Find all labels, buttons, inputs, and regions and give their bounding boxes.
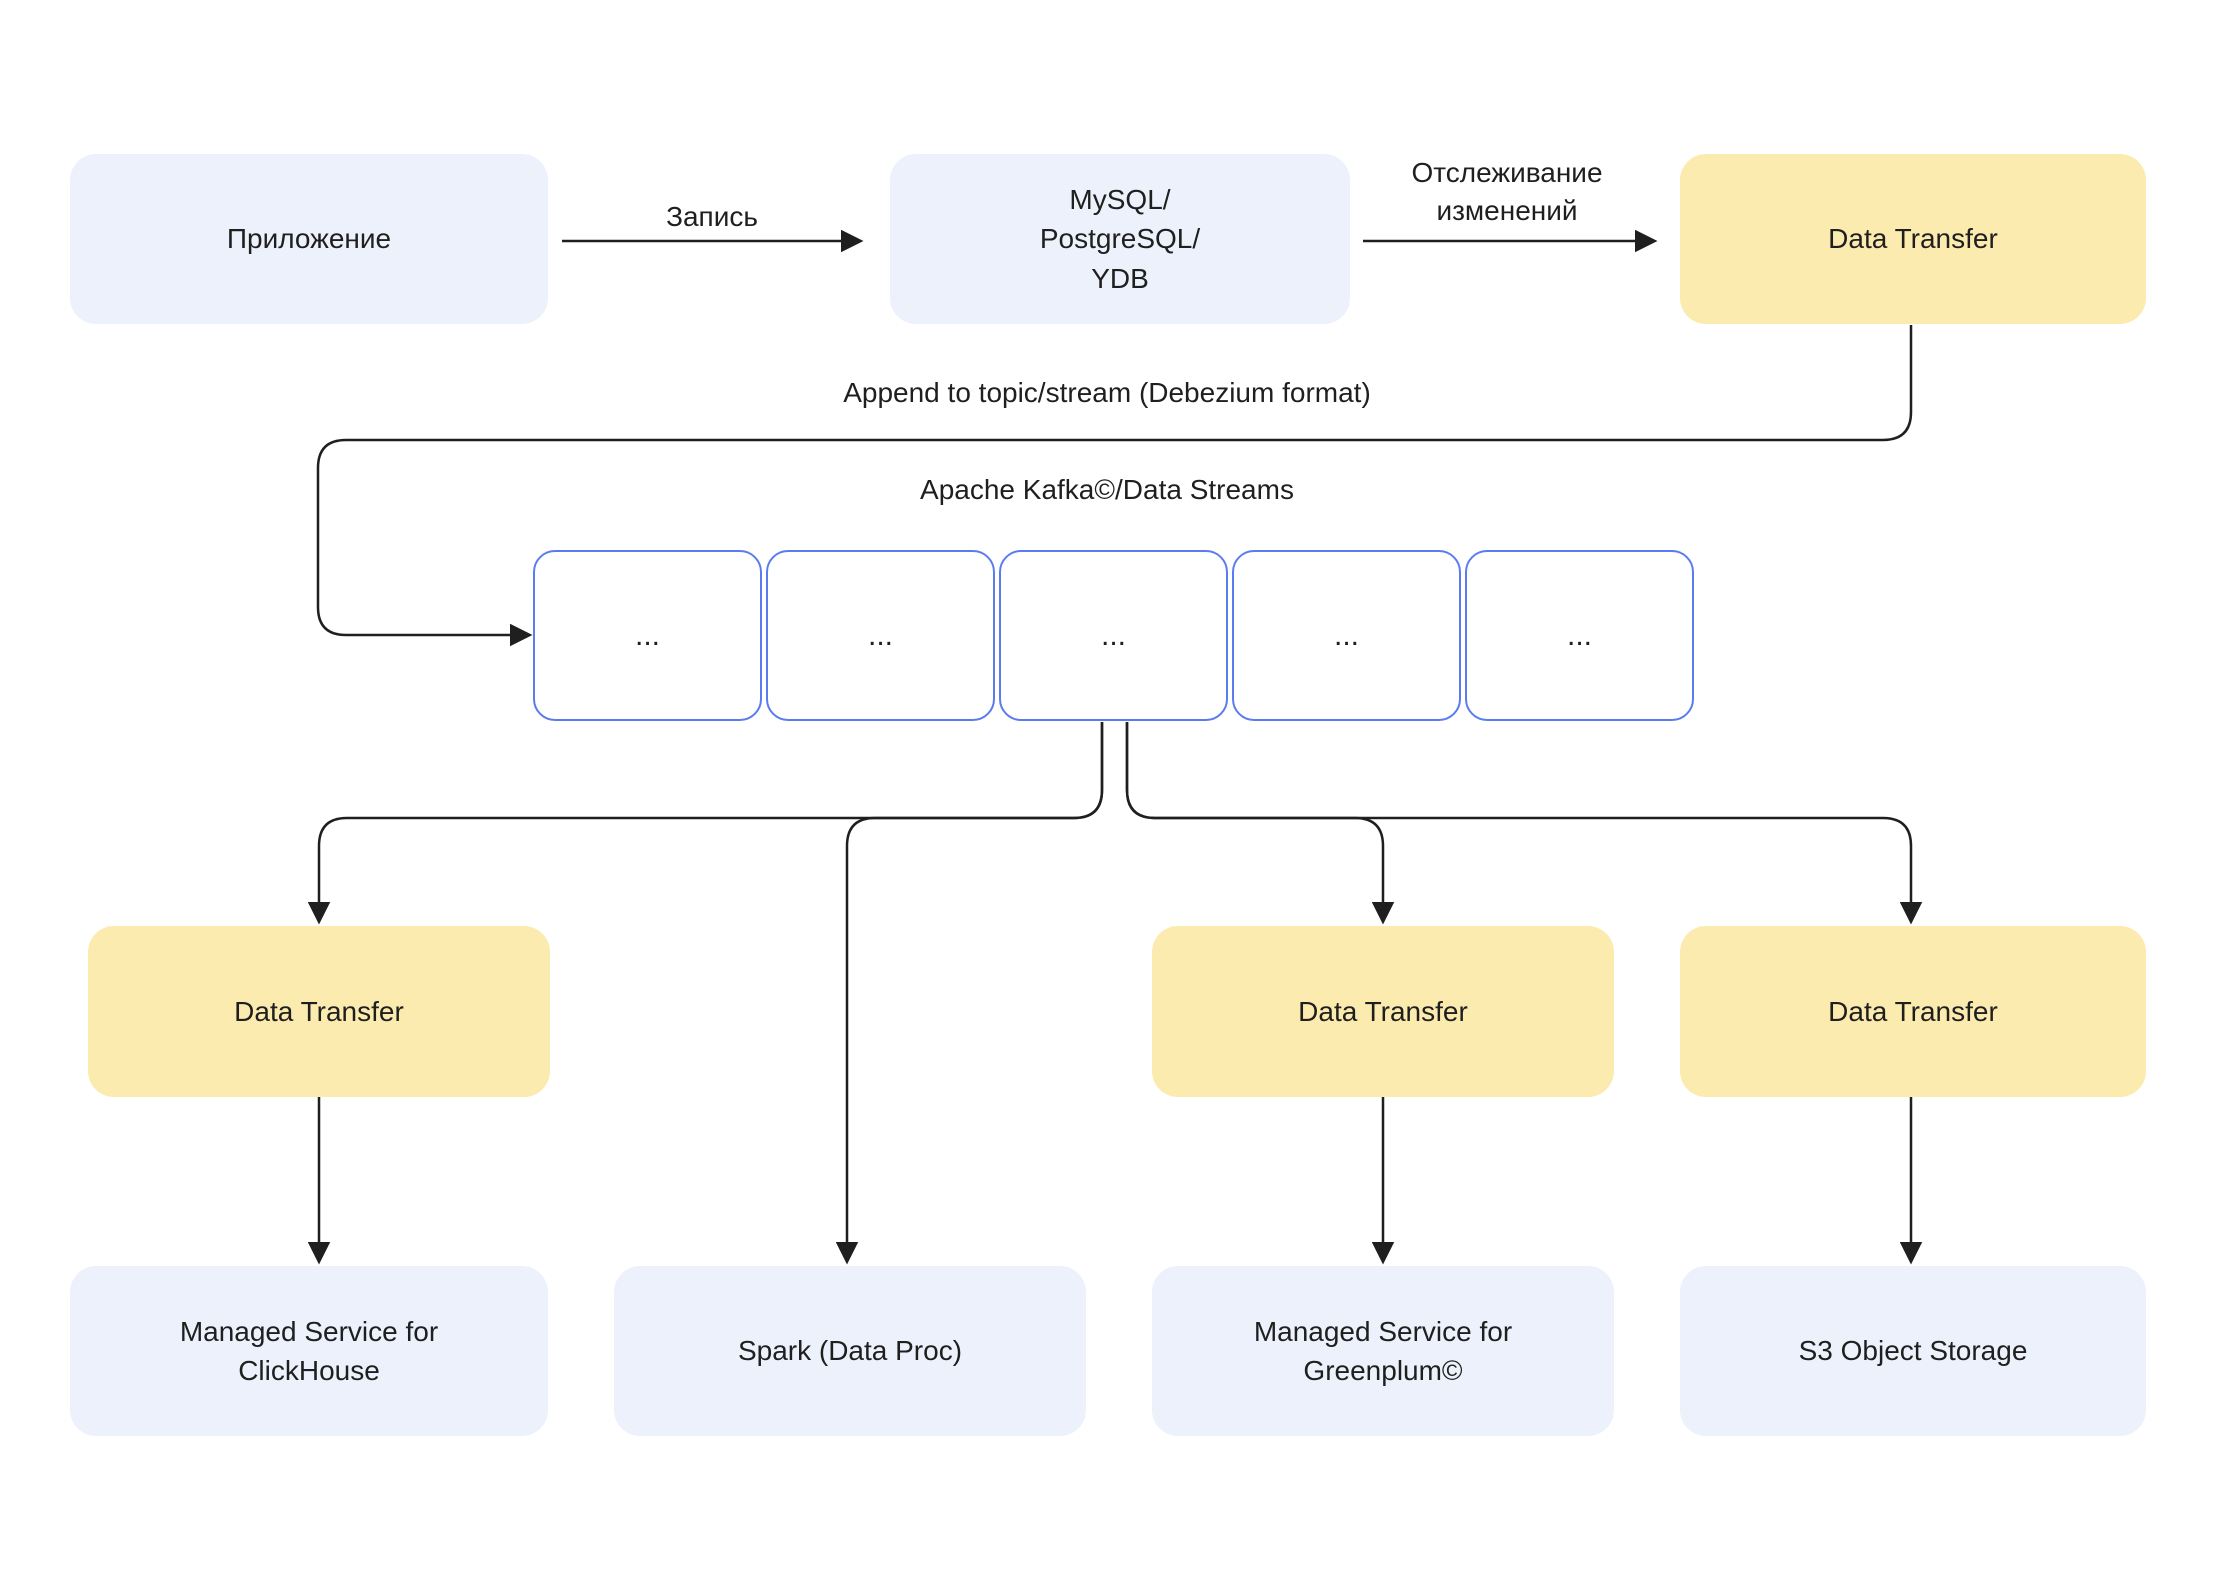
node-data-transfer-right: Data Transfer	[1680, 926, 2146, 1097]
edge-kafka-to-dt-left	[307, 722, 1104, 925]
edge-label-change-tracking: Отслеживание изменений	[1411, 157, 1603, 226]
kafka-title: Apache Kafka©/Data Streams	[920, 474, 1294, 505]
kafka-partition-cell: ...	[1232, 550, 1461, 721]
node-clickhouse: Managed Service for ClickHouse	[70, 1266, 548, 1436]
node-data-transfer-mid: Data Transfer	[1152, 926, 1614, 1097]
edge-label-append-topic: Append to topic/stream (Debezium format)	[843, 377, 1371, 408]
edge-kafka-to-dt-mid	[1125, 722, 1395, 925]
node-greenplum: Managed Service for Greenplum©	[1152, 1266, 1614, 1436]
node-application: Приложение	[70, 154, 548, 324]
node-s3-object-storage: S3 Object Storage	[1680, 1266, 2146, 1436]
edge-label-write: Запись	[666, 201, 758, 232]
kafka-partition-cell: ...	[766, 550, 995, 721]
node-spark: Spark (Data Proc)	[614, 1266, 1086, 1436]
edge-kafka-to-dt-right	[1125, 722, 1923, 925]
edge-kafka-to-spark	[835, 722, 1104, 1265]
kafka-partition-cell: ...	[999, 550, 1228, 721]
kafka-partition-cell: ...	[533, 550, 762, 721]
kafka-partition-cell: ...	[1465, 550, 1694, 721]
node-source-database: MySQL/ PostgreSQL/ YDB	[890, 154, 1350, 324]
node-data-transfer-left: Data Transfer	[88, 926, 550, 1097]
node-data-transfer-top: Data Transfer	[1680, 154, 2146, 324]
